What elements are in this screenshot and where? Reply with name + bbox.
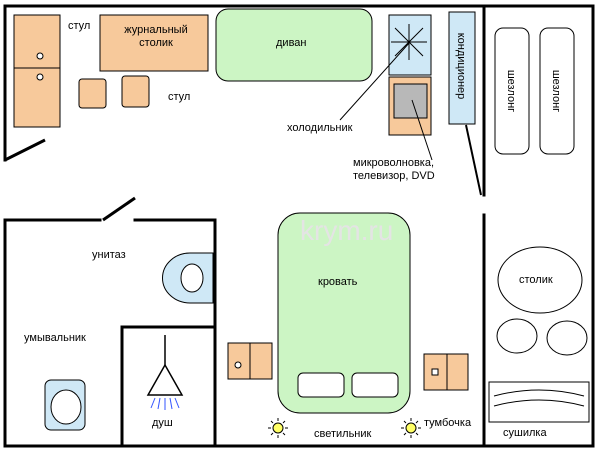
sofa bbox=[215, 8, 373, 82]
wardrobe-knob-icon bbox=[36, 73, 44, 81]
wardrobe bbox=[13, 14, 61, 128]
chair-1 bbox=[78, 78, 107, 109]
nightstand-left bbox=[227, 342, 273, 380]
toilet-label: унитаз bbox=[92, 249, 126, 261]
dryer bbox=[488, 381, 590, 423]
watermark: krym.ru bbox=[300, 215, 393, 246]
door-leaf-entrance bbox=[4, 138, 46, 162]
nightstand-right bbox=[423, 353, 469, 391]
coffee-table bbox=[99, 14, 209, 72]
shower-label: душ bbox=[152, 417, 173, 429]
nightstand-knob-icon bbox=[431, 368, 439, 376]
lamp-label: светильник bbox=[314, 428, 372, 440]
walls bbox=[3, 4, 595, 448]
microwave-pointer bbox=[411, 99, 433, 161]
air-conditioner-label: кондиционер bbox=[455, 33, 467, 100]
dryer-label: сушилка bbox=[503, 427, 547, 439]
side-table bbox=[497, 246, 583, 314]
deckchair-1-label: шезлонг bbox=[505, 70, 517, 112]
lamp-icon bbox=[401, 418, 421, 438]
microwave-tv-label: микроволновка, телевизор, DVD bbox=[353, 157, 435, 182]
deckchair-1 bbox=[494, 27, 530, 155]
shower-icon bbox=[146, 335, 184, 410]
wardrobe-knob-icon bbox=[36, 52, 44, 60]
bed-label: кровать bbox=[318, 276, 358, 288]
chair-mid-label: стул bbox=[168, 91, 191, 103]
deckchair-2-label: шезлонг bbox=[550, 70, 562, 112]
fridge-pointer bbox=[339, 41, 411, 121]
fridge-label: холодильник bbox=[287, 122, 353, 134]
nightstand-label: тумбочка bbox=[424, 417, 472, 429]
pillow-left bbox=[297, 372, 345, 398]
tv-stand bbox=[388, 76, 432, 136]
pillow-right bbox=[351, 372, 399, 398]
stool-2 bbox=[546, 320, 588, 356]
door-leaf-bathroom bbox=[102, 196, 136, 222]
door-leaf-balcony bbox=[465, 124, 482, 196]
snowflake-icon bbox=[391, 24, 427, 60]
stool-1 bbox=[496, 318, 538, 354]
side-table-label: столик bbox=[519, 274, 553, 286]
chair-2 bbox=[121, 75, 150, 108]
washbasin-label: умывальник bbox=[24, 332, 86, 344]
fridge bbox=[388, 14, 432, 76]
toilet bbox=[162, 252, 214, 304]
deckchair-2 bbox=[539, 27, 575, 155]
microwave bbox=[393, 83, 428, 119]
chair-top-label: стул bbox=[68, 20, 91, 32]
washbasin bbox=[44, 379, 86, 431]
lamp-icon bbox=[268, 418, 288, 438]
sofa-label: диван bbox=[276, 37, 307, 49]
nightstand-knob-icon bbox=[234, 361, 242, 369]
bed bbox=[277, 212, 411, 414]
air-conditioner bbox=[448, 11, 476, 125]
coffee-table-label: журнальный столик bbox=[124, 24, 188, 49]
